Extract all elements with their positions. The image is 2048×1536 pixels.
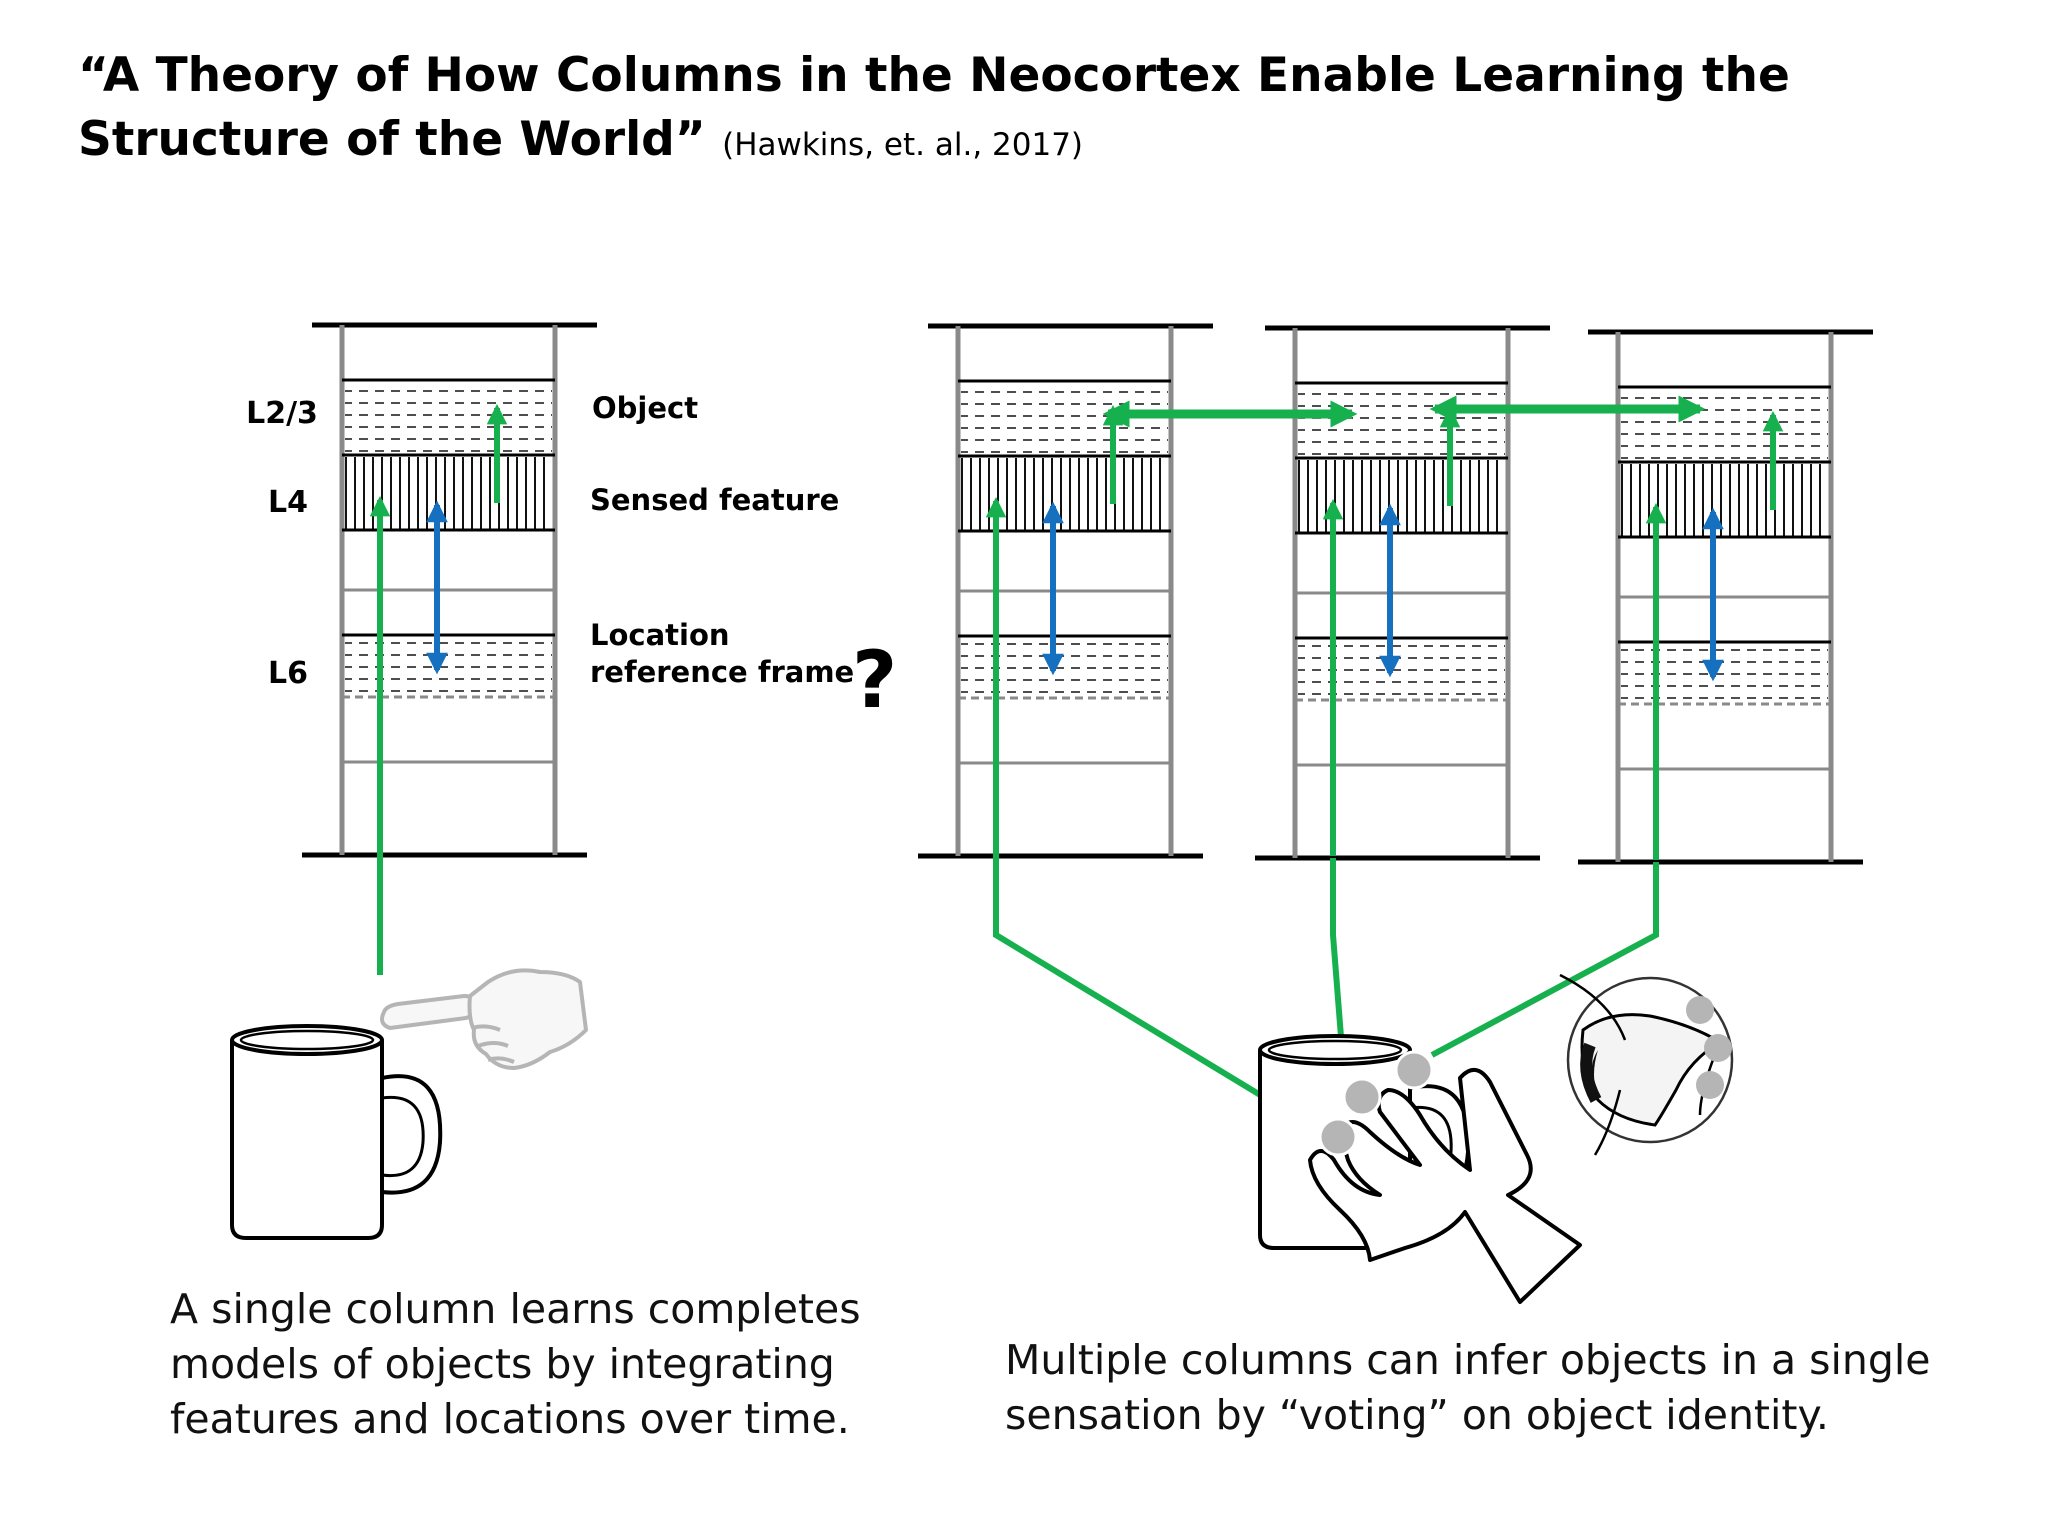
sensor-dot — [1318, 1117, 1358, 1157]
title-citation: (Hawkins, et. al., 2017) — [722, 127, 1084, 163]
coffee-mug-icon — [230, 1024, 443, 1240]
layer-role-reference-frame: reference frame — [590, 655, 854, 689]
grasping-hand-icon — [1308, 1068, 1582, 1304]
page-title: “A Theory of How Columns in the Neocorte… — [78, 44, 1978, 177]
question-mark: ? — [852, 636, 897, 726]
sensor-dot — [1394, 1050, 1434, 1090]
pointing-hand-icon — [380, 968, 588, 1070]
title-main: “A Theory of How Columns in the Neocorte… — [78, 48, 1790, 167]
eye-icon — [1559, 973, 1734, 1156]
caption-single-column: A single column learns completes models … — [170, 1285, 861, 1443]
layer-role-object: Object — [592, 391, 698, 425]
sensor-line-column-2 — [1330, 858, 1347, 1076]
sensor-line-column-3 — [1430, 862, 1659, 1058]
layer-role-location: Location — [590, 618, 730, 652]
sensor-dot — [1342, 1077, 1382, 1117]
sensor-line-column-1 — [993, 854, 1320, 1133]
layer-label-l23: L2/3 — [246, 396, 318, 431]
layer-label-l6: L6 — [268, 656, 308, 691]
column-1 — [918, 326, 1213, 856]
layer-label-l4: L4 — [268, 485, 308, 520]
caption-multiple-columns: Multiple columns can infer objects in a … — [1005, 1336, 1931, 1439]
layer-role-sensed-feature: Sensed feature — [590, 483, 839, 517]
single-column — [302, 325, 597, 855]
